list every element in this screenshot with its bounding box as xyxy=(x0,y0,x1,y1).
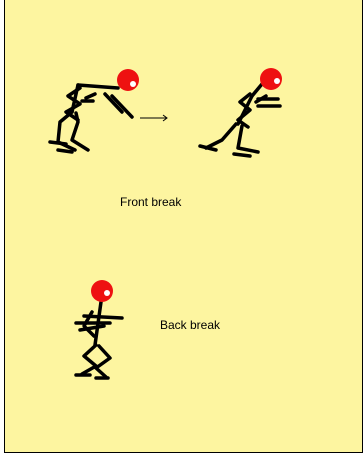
eye-icon xyxy=(130,81,136,87)
eye-icon xyxy=(104,290,110,296)
head-icon xyxy=(117,69,139,91)
back-break-label: Back break xyxy=(160,318,220,332)
front-break-label: Front break xyxy=(120,195,181,209)
eye-icon xyxy=(274,78,280,84)
head-icon xyxy=(91,280,113,302)
diagram-background xyxy=(5,0,362,452)
